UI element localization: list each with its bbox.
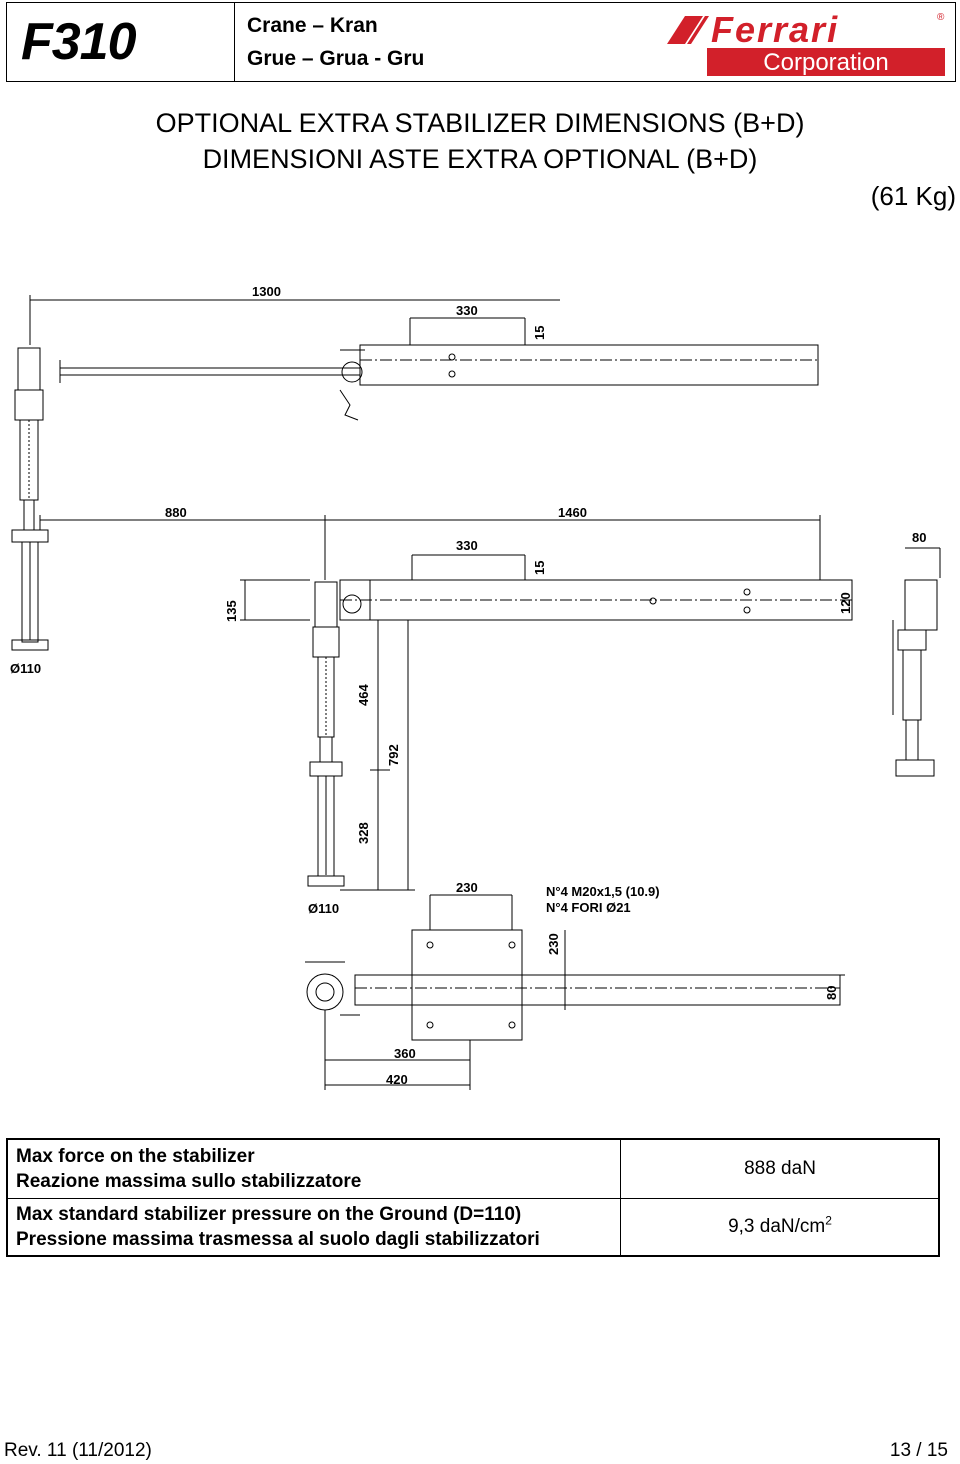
pressure-value: 9,3 daN/cm [728, 1216, 826, 1237]
dim-464: 464 [356, 684, 371, 706]
dim-120: 120 [838, 592, 853, 614]
spec-label-pressure: Max standard stabilizer pressure on the … [16, 1202, 616, 1252]
dim-230-side: 230 [546, 933, 561, 955]
dim-110-mid: Ø110 [308, 901, 339, 916]
dim-1460: 1460 [558, 505, 587, 520]
header-titles: Crane – Kran Grue – Grua - Gru [247, 9, 647, 75]
note-bolts: N°4 M20x1,5 (10.9) [546, 884, 660, 899]
model-name: F310 [7, 3, 235, 81]
svg-text:®: ® [937, 12, 945, 23]
weight-label: (61 Kg) [870, 181, 956, 211]
dim-880: 880 [165, 505, 187, 520]
dim-330-top: 330 [456, 303, 478, 318]
page-number: 13 / 15 [889, 1440, 948, 1461]
technical-drawing: 1300 330 15 880 1460 330 15 80 135 120 4… [10, 284, 941, 1090]
dim-420: 420 [386, 1072, 408, 1087]
spec-label-max-force: Max force on the stabilizer Reazione mas… [16, 1144, 616, 1194]
revision-label: Rev. 11 (11/2012) [4, 1440, 152, 1461]
header-title-line2: Grue – Grua - Gru [247, 47, 425, 70]
max-force-value: 888 daN [620, 1140, 939, 1198]
page-header: F310 Crane – Kran Grue – Grua - Gru Ferr… [6, 2, 956, 82]
max-force-en: Max force on the stabilizer [16, 1146, 255, 1167]
ferrari-corporation-logo: Ferrari ® Corporation [667, 9, 945, 76]
dim-1300: 1300 [252, 284, 281, 299]
logo-sub: Corporation [763, 49, 888, 76]
dim-80-bottom: 80 [824, 986, 839, 1000]
dim-792: 792 [386, 744, 401, 766]
dim-360: 360 [394, 1046, 416, 1061]
max-force-it: Reazione massima sullo stabilizzatore [16, 1171, 362, 1192]
dim-230-top: 230 [456, 880, 478, 895]
header-title-line1: Crane – Kran [247, 14, 378, 37]
dim-15-top: 15 [532, 326, 547, 340]
dim-80-right: 80 [912, 530, 926, 545]
spec-row-max-force: Max force on the stabilizer Reazione mas… [8, 1140, 938, 1199]
dim-330-mid: 330 [456, 538, 478, 553]
pressure-en: Max standard stabilizer pressure on the … [16, 1204, 522, 1225]
heading-english: OPTIONAL EXTRA STABILIZER DIMENSIONS (B+… [155, 108, 805, 138]
logo-word: Ferrari [711, 9, 839, 50]
dim-110-left: Ø110 [10, 661, 41, 676]
note-holes: N°4 FORI Ø21 [546, 900, 631, 915]
spec-row-pressure: Max standard stabilizer pressure on the … [8, 1198, 938, 1256]
dim-135: 135 [224, 600, 239, 622]
pressure-it: Pressione massima trasmessa al suolo dag… [16, 1229, 540, 1250]
heading-italian: DIMENSIONI ASTE EXTRA OPTIONAL (B+D) [202, 144, 758, 174]
spec-table: Max force on the stabilizer Reazione mas… [6, 1138, 940, 1257]
dim-15-mid: 15 [532, 561, 547, 575]
pressure-value-cell: 9,3 daN/cm2 [620, 1198, 939, 1256]
dim-328: 328 [356, 822, 371, 844]
pressure-unit-exponent: 2 [825, 1213, 832, 1228]
